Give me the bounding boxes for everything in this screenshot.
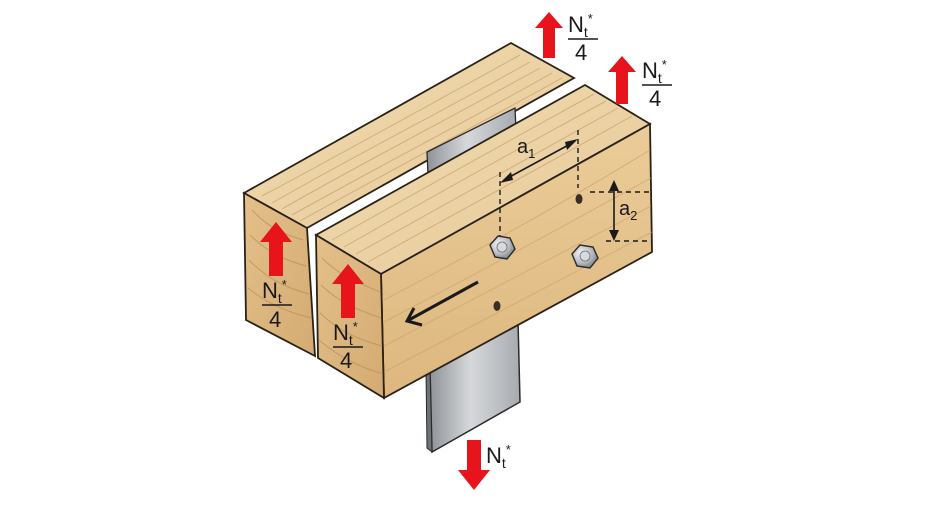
svg-text:Nt*: Nt*: [333, 319, 358, 348]
svg-text:Nt*: Nt*: [486, 442, 511, 471]
force-symbol: N: [333, 320, 349, 345]
label-quarter-force-front-end: Nt* 4: [333, 319, 363, 373]
force-superscript: *: [588, 11, 593, 26]
a1-index: 1: [528, 146, 535, 161]
label-full-force-bottom: Nt*: [486, 442, 511, 471]
label-quarter-force-top-back: Nt* 4: [568, 11, 598, 65]
bolt-head-left: [489, 235, 516, 260]
force-subscript: t: [584, 24, 588, 40]
bolt-head-right: [571, 244, 599, 269]
force-superscript: *: [506, 442, 511, 457]
label-quarter-force-top-front: Nt* 4: [642, 57, 672, 111]
label-quarter-force-back-end: Nt* 4: [262, 277, 292, 332]
label-a1: a1: [517, 136, 535, 161]
denominator: 4: [575, 40, 587, 65]
arrow-up-top-back: [535, 12, 563, 58]
svg-text:Nt*: Nt*: [568, 11, 593, 40]
dimension-a1: [499, 130, 579, 238]
a2-letter: a: [619, 198, 631, 220]
force-arrows: [260, 12, 636, 490]
force-symbol: N: [568, 12, 584, 37]
force-symbol: N: [486, 443, 502, 468]
force-superscript: *: [662, 57, 667, 72]
arrow-up-top-front: [608, 56, 636, 104]
a2-index: 2: [630, 208, 637, 223]
force-symbol: N: [262, 278, 278, 303]
force-subscript: t: [658, 70, 662, 86]
denominator: 4: [649, 86, 661, 111]
svg-text:Nt*: Nt*: [642, 57, 667, 86]
force-superscript: *: [282, 277, 287, 292]
bolt-hole: [493, 301, 501, 311]
force-subscript: t: [502, 455, 506, 471]
svg-text:Nt*: Nt*: [262, 277, 287, 306]
force-subscript: t: [278, 290, 282, 306]
force-symbol: N: [642, 58, 658, 83]
bolt-hole: [575, 194, 583, 204]
force-subscript: t: [349, 332, 353, 348]
label-a2: a2: [619, 198, 637, 223]
front-top-grain: [331, 93, 633, 263]
a1-letter: a: [517, 136, 529, 158]
direction-arrow: [404, 280, 479, 327]
dimension-a2: [590, 180, 652, 242]
front-side-grain: [383, 149, 653, 373]
force-superscript: *: [353, 319, 358, 334]
denominator: 4: [269, 307, 281, 332]
arrow-down-plate: [458, 440, 490, 490]
arrow-up-front-end: [332, 264, 364, 318]
denominator: 4: [340, 348, 352, 373]
arrow-up-back-end: [260, 222, 292, 276]
